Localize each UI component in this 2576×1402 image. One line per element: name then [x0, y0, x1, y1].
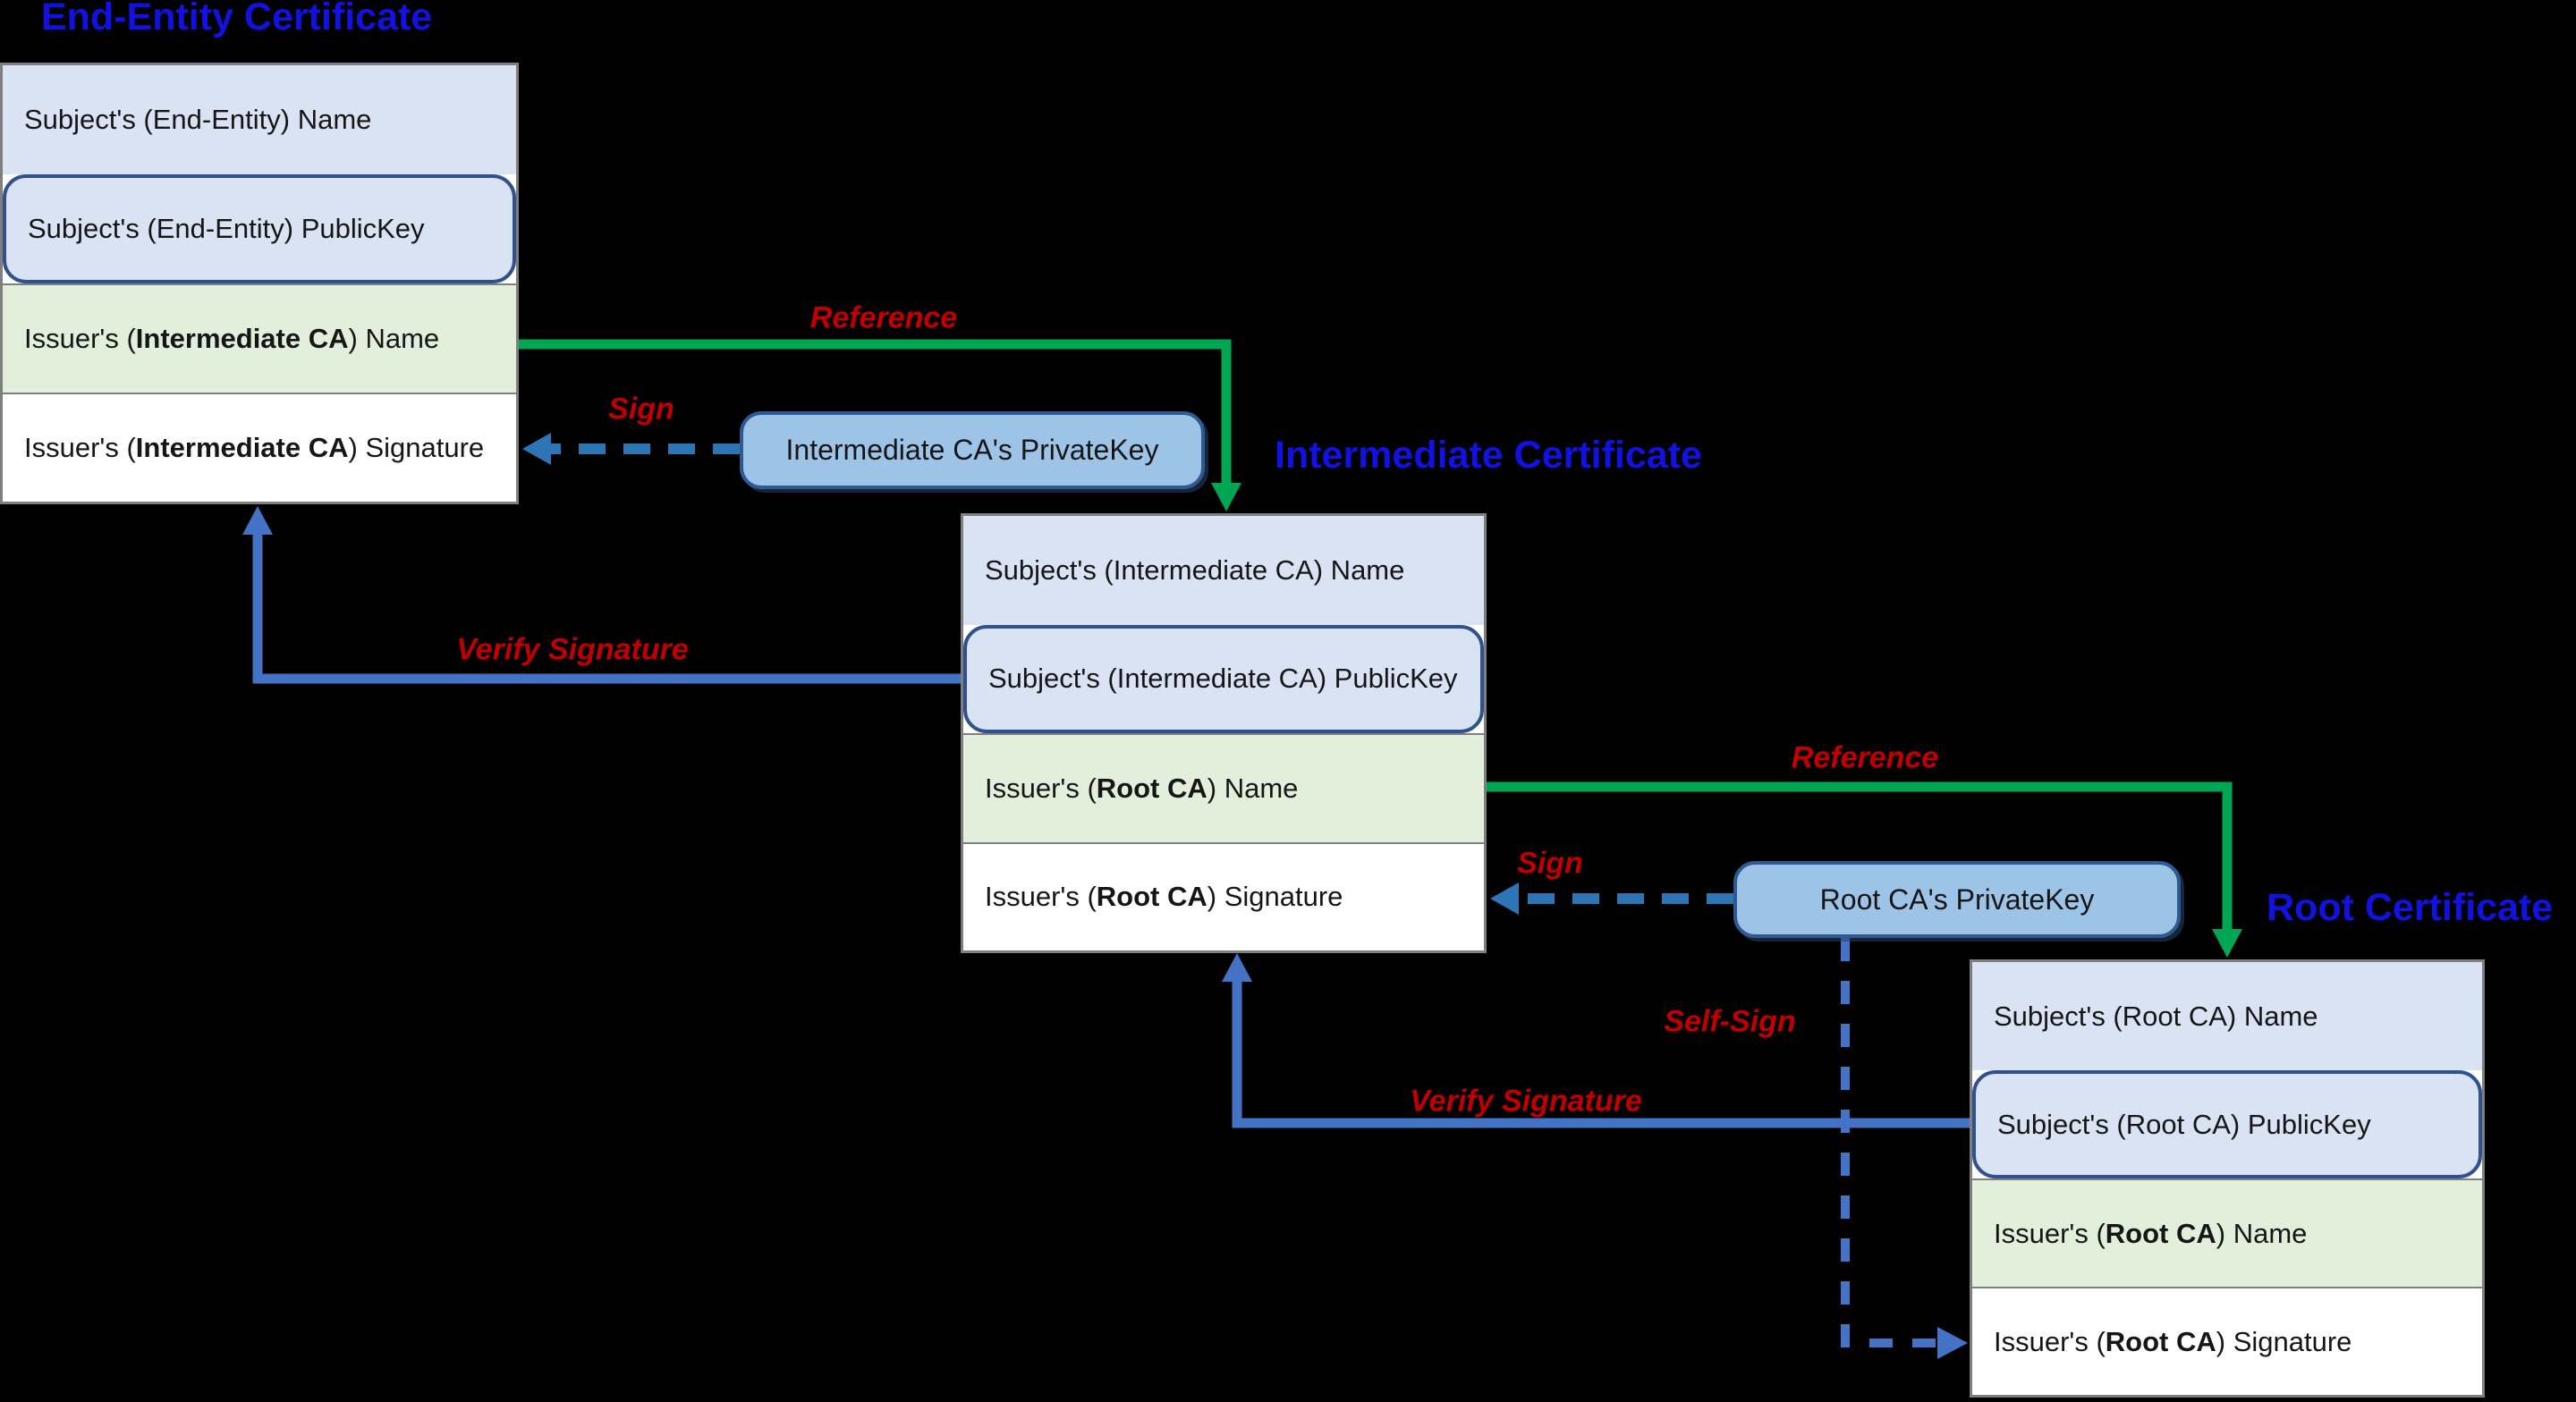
root-ca-privatekey-box: Root CA's PrivateKey — [1733, 861, 2181, 938]
cert-row-issuer-signature: Issuer's (Intermediate CA) Signature — [3, 393, 516, 502]
row-label: Issuer's (Root CA) Name — [985, 772, 1299, 804]
cert-row-subject-publickey: Subject's (Intermediate CA) PublicKey — [963, 624, 1484, 733]
cert-row-subject-name: Subject's (Intermediate CA) Name — [963, 516, 1484, 625]
row-label: Issuer's (Root CA) Signature — [1994, 1325, 2352, 1357]
verify-signature-arrow-1 — [242, 506, 961, 684]
root-certificate-box: Subject's (Root CA) Name Subject's (Root… — [1970, 959, 2485, 1398]
sign-label-2: Sign — [1517, 846, 1583, 881]
reference-arrow-2 — [1487, 781, 2242, 958]
sign-label-1: Sign — [608, 392, 674, 427]
row-label: Issuer's (Intermediate CA) Signature — [24, 432, 485, 463]
end-entity-certificate-box: Subject's (End-Entity) Name Subject's (E… — [0, 63, 519, 504]
cert-row-issuer-name: Issuer's (Root CA) Name — [963, 733, 1484, 842]
verify-signature-arrow-2 — [1222, 953, 1970, 1128]
row-label: Subject's (Root CA) Name — [1994, 1000, 2318, 1032]
sign-arrow-2 — [1490, 883, 1733, 915]
self-sign-arrow — [1841, 938, 1968, 1359]
row-label: Subject's (Intermediate CA) Name — [985, 553, 1405, 586]
cert-row-issuer-name: Issuer's (Root CA) Name — [1972, 1178, 2482, 1287]
row-label: Subject's (End-Entity) Name — [24, 104, 372, 135]
verify-signature-label-2: Verify Signature — [1410, 1084, 1642, 1119]
cert-row-subject-name: Subject's (Root CA) Name — [1972, 962, 2482, 1070]
row-label: Subject's (Intermediate CA) PublicKey — [988, 663, 1458, 695]
intermediate-ca-privatekey-box: Intermediate CA's PrivateKey — [740, 411, 1205, 489]
cert-row-issuer-signature: Issuer's (Root CA) Signature — [963, 841, 1484, 950]
row-label: Issuer's (Root CA) Name — [1994, 1217, 2308, 1249]
row-label: Issuer's (Root CA) Signature — [985, 881, 1343, 913]
self-sign-label: Self-Sign — [1664, 1004, 1796, 1039]
row-label: Subject's (Root CA) PublicKey — [1997, 1108, 2371, 1140]
end-entity-certificate-title: End-Entity Certificate — [41, 0, 433, 38]
cert-row-issuer-signature: Issuer's (Root CA) Signature — [1972, 1287, 2482, 1395]
reference-label-2: Reference — [1791, 740, 1939, 775]
cert-row-subject-name: Subject's (End-Entity) Name — [3, 65, 516, 174]
sign-arrow-1 — [522, 433, 740, 465]
cert-row-subject-publickey: Subject's (Root CA) PublicKey — [1972, 1070, 2482, 1178]
intermediate-certificate-box: Subject's (Intermediate CA) Name Subject… — [961, 513, 1487, 953]
reference-arrow-1 — [519, 339, 1241, 511]
verify-signature-label-1: Verify Signature — [456, 632, 689, 667]
row-label: Subject's (End-Entity) PublicKey — [28, 213, 425, 244]
cert-row-issuer-name: Issuer's (Intermediate CA) Name — [3, 283, 516, 393]
intermediate-certificate-title: Intermediate Certificate — [1275, 434, 1702, 477]
root-certificate-title: Root Certificate — [2267, 886, 2554, 929]
reference-label-1: Reference — [809, 300, 958, 335]
cert-row-subject-publickey: Subject's (End-Entity) PublicKey — [3, 174, 516, 283]
row-label: Issuer's (Intermediate CA) Name — [24, 323, 440, 354]
